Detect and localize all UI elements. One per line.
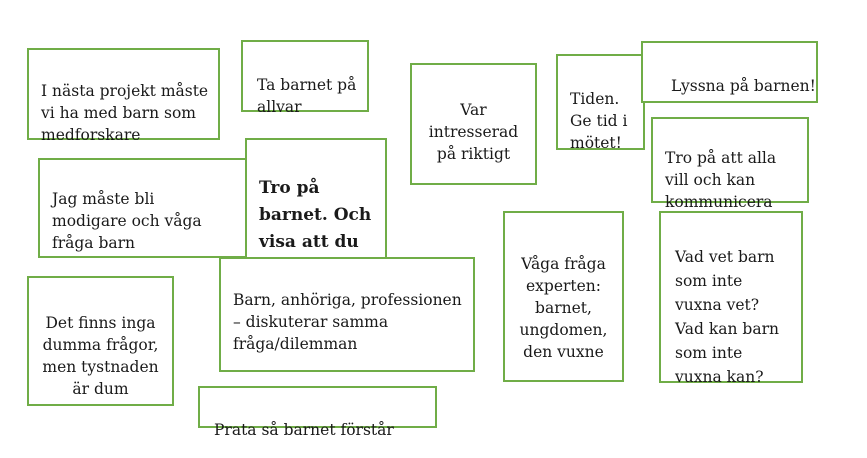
note-text: Barn, anhöriga, professionen – diskutera… — [233, 291, 462, 353]
note-text: Vad vet barn som inte vuxna vet? Vad kan… — [675, 248, 779, 386]
note-vaga-fraga-experten: Våga fråga experten: barnet, ungdomen, d… — [503, 211, 624, 382]
note-dumma-fragor: Det finns inga dumma frågor, men tystnad… — [27, 276, 174, 406]
note-vad-vet-barn: Vad vet barn som inte vuxna vet? Vad kan… — [659, 211, 803, 386]
note-modigare: Jag måste bli modigare och våga fråga ba… — [38, 158, 247, 258]
note-text: Prata så barnet förstår — [214, 421, 394, 439]
note-prata-sa-barnet-forstar: Prata så barnet förstår — [198, 386, 437, 439]
note-var-intresserad: Var intresserad på riktigt — [410, 63, 537, 185]
note-text: Ta barnet på allvar — [257, 76, 357, 116]
note-text: Var intresserad på riktigt — [428, 101, 519, 163]
note-text: Det finns inga dumma frågor, men tystnad… — [42, 314, 159, 398]
note-text: Våga fråga experten: barnet, ungdomen, d… — [519, 255, 608, 361]
note-tro-pa-att-alla: Tro på att alla vill och kan kommunicera — [651, 117, 809, 211]
note-tiden: Tiden. Ge tid i mötet! — [556, 54, 645, 152]
note-ta-barnet-pa-allvar: Ta barnet på allvar — [241, 40, 369, 116]
note-text: Tiden. Ge tid i mötet! — [570, 90, 628, 152]
note-barn-anhoriga: Barn, anhöriga, professionen – diskutera… — [219, 257, 475, 372]
note-medforskare: I nästa projekt måste vi ha med barn som… — [27, 48, 220, 144]
note-text: Jag måste bli modigare och våga fråga ba… — [52, 190, 202, 252]
note-text: Lyssna på barnen! — [671, 77, 816, 95]
note-tro-pa-barnet: Tro på barnet. Och visa att du gör det! — [245, 138, 387, 279]
note-text: Tro på att alla vill och kan kommunicera — [665, 149, 777, 211]
note-lyssna-pa-barnen: Lyssna på barnen! — [641, 41, 818, 103]
note-text: I nästa projekt måste vi ha med barn som… — [41, 82, 209, 144]
